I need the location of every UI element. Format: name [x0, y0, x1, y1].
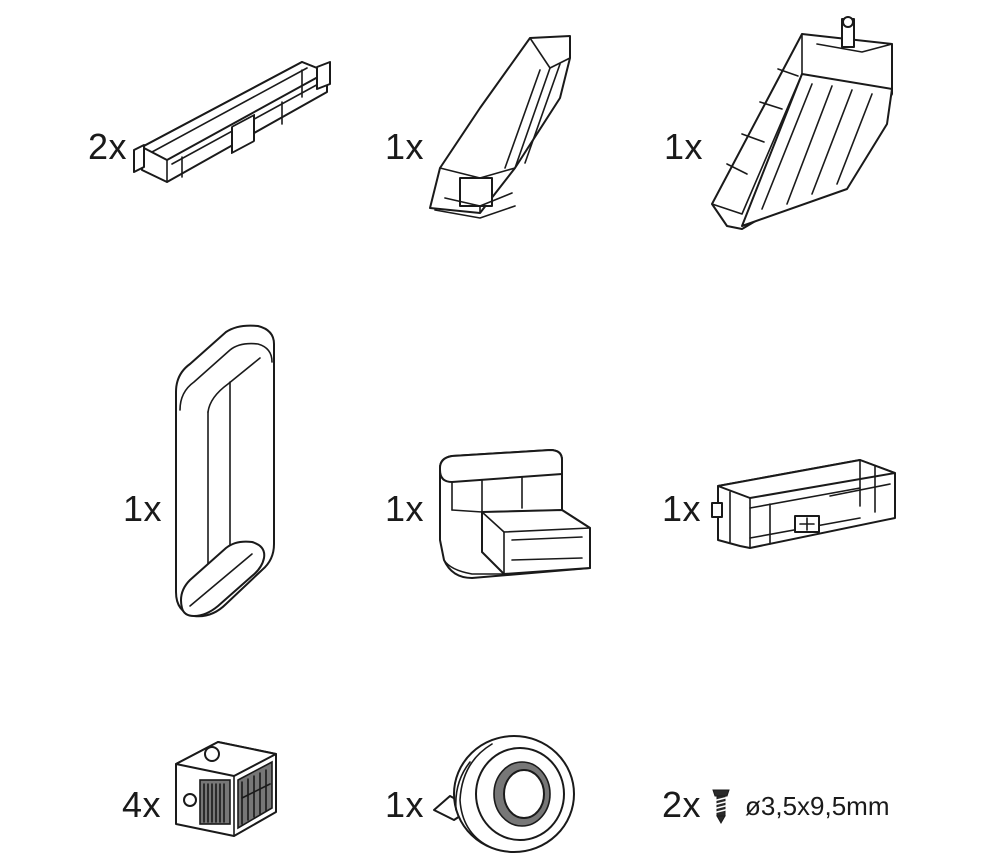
screw-spec-label: ø3,5x9,5mm	[745, 791, 890, 821]
quantity-label: 1x	[662, 488, 702, 529]
mounting-clip-drawing	[172, 732, 282, 842]
quantity-label: 4x	[122, 784, 162, 825]
quantity-label: 1x	[664, 126, 704, 167]
screw-icon	[712, 788, 730, 825]
quantity-label: 2x	[662, 784, 702, 825]
quantity-label: 1x	[385, 126, 425, 167]
flat-duct-connector-drawing	[132, 52, 332, 202]
angled-duct-adapter-drawing	[420, 28, 580, 228]
adhesive-tape-roll-drawing	[432, 722, 582, 857]
quantity-label: 1x	[123, 488, 163, 529]
hood-outlet-adapter-drawing	[702, 14, 902, 234]
quantity-label: 1x	[385, 488, 425, 529]
quantity-label: 1x	[385, 784, 425, 825]
elbow-bend-90-drawing	[432, 440, 602, 585]
quantity-label: 2x	[88, 126, 128, 167]
wall-duct-coupler-drawing	[710, 448, 900, 558]
rectangular-duct-pipe-drawing	[168, 322, 283, 630]
